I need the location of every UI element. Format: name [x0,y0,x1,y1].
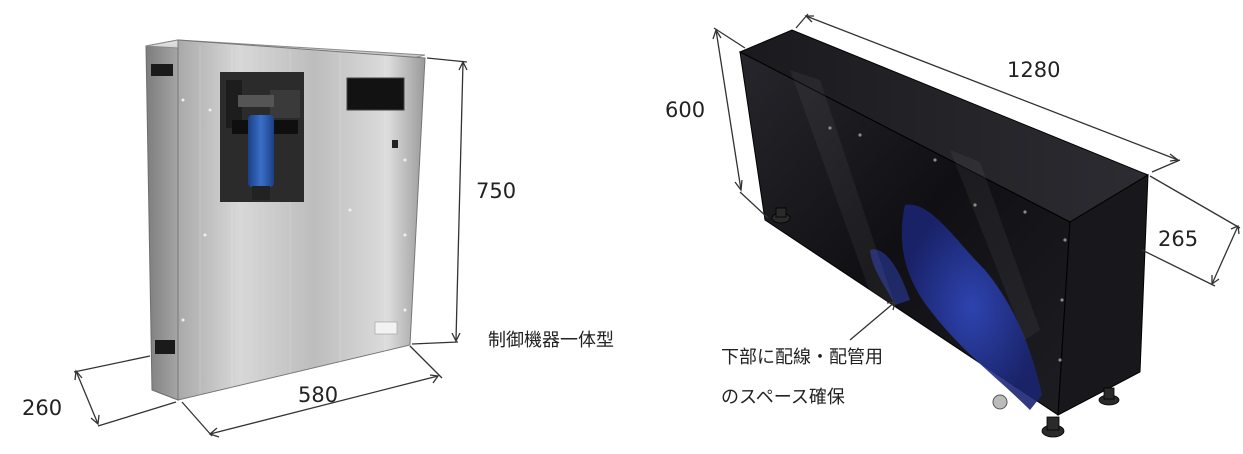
black-cabinet-dimension-lines [712,13,1241,341]
note-wiring-space-line2: のスペース確保 [721,387,845,408]
cabinet-bottom-vent [155,340,175,354]
caption-integrated-control: 制御機器一体型 [488,330,614,351]
filter-cartridge [248,115,274,187]
cabinet-side-vent [151,64,173,76]
dimension-depth-right: 265 [1158,227,1199,251]
stainless-cabinet-unit [145,39,426,401]
cabinet-display-panel [346,77,405,111]
black-cabinet-unit [738,29,1150,438]
cabinet-label-plate [374,321,398,335]
note-wiring-space-line1: 下部に配線・配管用 [721,347,883,368]
black-cabinet-end-face [1057,174,1149,416]
black-cabinet-caster [992,394,1008,410]
black-cabinet-feet [771,207,1120,438]
cabinet-switch [392,140,398,148]
blue-reflection [901,204,1042,410]
dimension-width-left: 580 [298,383,339,407]
dimension-height-left: 750 [476,179,517,203]
cabinet-dimension-lines [73,57,468,438]
dimension-depth-left: 260 [22,396,63,420]
dimension-length-right: 1280 [1007,58,1061,82]
dimension-height-right: 600 [665,98,706,122]
